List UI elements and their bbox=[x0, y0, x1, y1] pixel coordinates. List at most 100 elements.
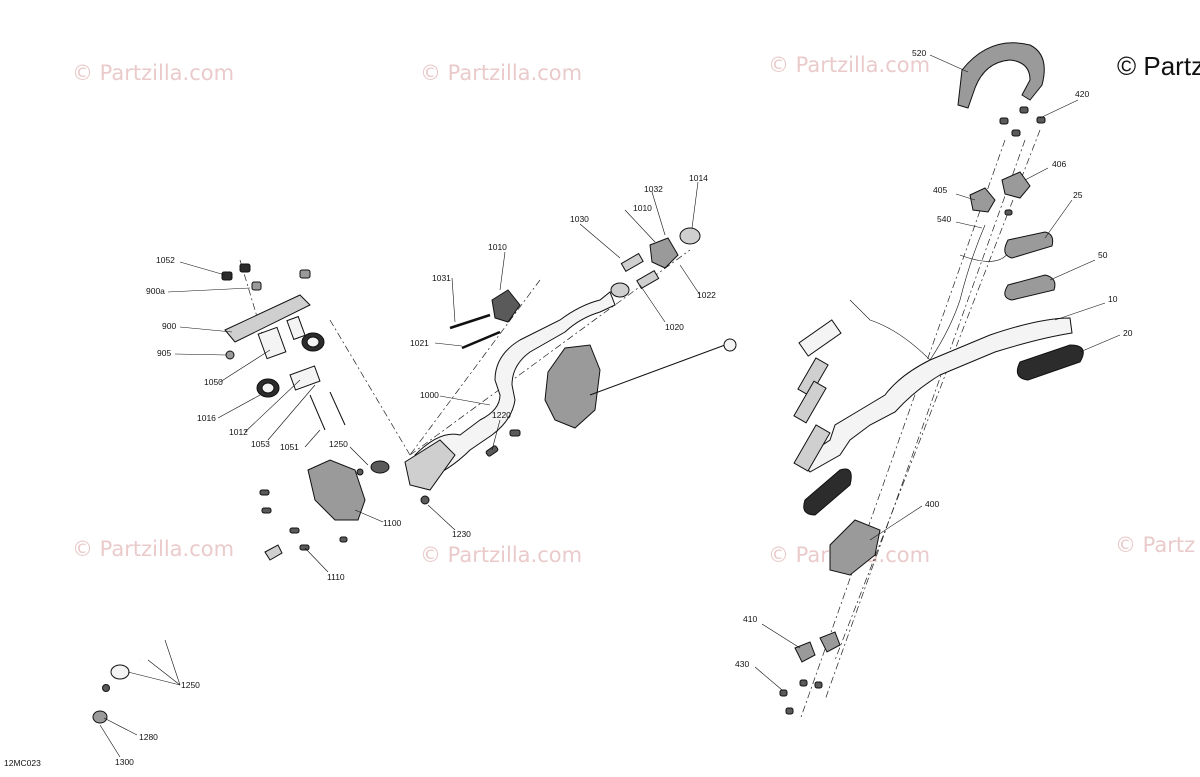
callout-label: 410 bbox=[743, 614, 757, 624]
clamp-1010-upper bbox=[649, 237, 679, 269]
callout-label: 1250 bbox=[181, 680, 200, 690]
leader bbox=[761, 623, 801, 649]
axis-line bbox=[834, 129, 1041, 661]
leader bbox=[1049, 259, 1096, 281]
bolt-1051 bbox=[309, 394, 326, 431]
bolts-430 bbox=[779, 679, 823, 715]
seal-hole bbox=[261, 382, 275, 394]
sleeve bbox=[793, 424, 831, 472]
leader bbox=[127, 671, 181, 686]
callout-label: 1110 bbox=[327, 572, 345, 582]
washer-905 bbox=[225, 350, 235, 360]
bushing-half bbox=[257, 326, 287, 360]
riser-block bbox=[829, 519, 881, 576]
axis-line bbox=[824, 139, 1026, 701]
seal-hole bbox=[306, 336, 320, 348]
leader bbox=[1039, 99, 1079, 119]
leader bbox=[219, 349, 271, 383]
rod-end bbox=[110, 664, 130, 680]
column-bolts bbox=[420, 313, 521, 505]
callout-label: 1014 bbox=[689, 173, 708, 183]
callout-label: 520 bbox=[912, 48, 926, 58]
leader bbox=[267, 384, 316, 441]
leader bbox=[499, 251, 506, 291]
mount-plate bbox=[224, 294, 311, 343]
watermark: © Partzilla.com bbox=[420, 543, 582, 567]
rod-end bbox=[723, 338, 737, 352]
callout-label: 1022 bbox=[697, 290, 716, 300]
steering-housing bbox=[307, 459, 366, 521]
bolt-head bbox=[299, 269, 311, 279]
callout-label: 1032 bbox=[644, 184, 663, 194]
callout-label: 25 bbox=[1073, 190, 1083, 200]
bushing-1030 bbox=[620, 252, 644, 273]
housing-bolts bbox=[259, 460, 390, 551]
callout-label: 1220 bbox=[492, 410, 511, 420]
callout-label: 1100 bbox=[383, 518, 402, 528]
callout-label: 1050 bbox=[204, 377, 223, 387]
grip-20 bbox=[1016, 344, 1084, 381]
leader bbox=[679, 264, 701, 296]
callout-label: 1052 bbox=[156, 255, 175, 265]
clamp-410 bbox=[819, 631, 841, 653]
leader bbox=[244, 379, 301, 433]
sleeve bbox=[798, 319, 842, 357]
callout-label: 430 bbox=[735, 659, 749, 669]
steering-column-assembly bbox=[404, 181, 737, 531]
leader bbox=[451, 277, 456, 323]
watermark: © Partzilla.com bbox=[420, 61, 582, 85]
clamp-406 bbox=[1001, 171, 1031, 199]
callout-label: 420 bbox=[1075, 89, 1089, 99]
leader bbox=[1024, 167, 1049, 181]
watermark-corner: © Partz bbox=[1117, 51, 1200, 81]
diagram-code: 12MC023 bbox=[4, 758, 41, 768]
callout-label: 1020 bbox=[665, 322, 684, 332]
bushing-1020 bbox=[610, 282, 630, 298]
leader bbox=[639, 284, 666, 323]
callout-label: 405 bbox=[933, 185, 947, 195]
callout-label: 50 bbox=[1098, 250, 1108, 260]
bolt-head bbox=[251, 281, 262, 291]
leader bbox=[304, 547, 329, 573]
axis-line bbox=[329, 319, 411, 456]
leader bbox=[955, 193, 976, 201]
callout-label: 20 bbox=[1123, 328, 1133, 338]
callout-label: 1051 bbox=[280, 442, 299, 452]
lower-bushing bbox=[289, 365, 321, 391]
steering-cover bbox=[544, 344, 601, 429]
leader bbox=[434, 342, 463, 347]
callout-label: 1250 bbox=[329, 439, 348, 449]
bolt-1051 bbox=[329, 391, 346, 426]
callout-label: 1053 bbox=[251, 439, 270, 449]
callout-label: 1030 bbox=[570, 214, 589, 224]
callout-label: 1010 bbox=[488, 242, 507, 252]
sleeve bbox=[797, 357, 829, 397]
watermark: © Partzilla.com bbox=[768, 53, 930, 77]
callout-label: 400 bbox=[925, 499, 939, 509]
leader bbox=[1054, 302, 1106, 321]
callout-labels: 520 420 406 405 540 25 50 10 20 400 410 … bbox=[115, 48, 1133, 767]
leader bbox=[164, 639, 181, 686]
tie-rod bbox=[589, 344, 726, 396]
washer bbox=[102, 684, 110, 692]
leader bbox=[174, 353, 227, 356]
shaft-collar bbox=[264, 544, 283, 561]
leader bbox=[179, 261, 226, 276]
clamp-405 bbox=[969, 187, 996, 213]
watermark: © Partz bbox=[1115, 533, 1195, 557]
axis-line bbox=[409, 279, 541, 456]
leader bbox=[354, 509, 384, 523]
callout-label: 900 bbox=[162, 321, 176, 331]
bushing bbox=[636, 269, 660, 290]
leader bbox=[579, 223, 621, 259]
callout-label: 1230 bbox=[452, 529, 471, 539]
axis-line bbox=[799, 139, 1006, 721]
callout-label: 1000 bbox=[420, 390, 439, 400]
leader bbox=[1044, 199, 1073, 239]
leader bbox=[103, 717, 138, 736]
leader bbox=[439, 395, 491, 406]
callout-label: 540 bbox=[937, 214, 951, 224]
leader bbox=[929, 54, 969, 73]
grip-50 bbox=[1004, 274, 1056, 301]
